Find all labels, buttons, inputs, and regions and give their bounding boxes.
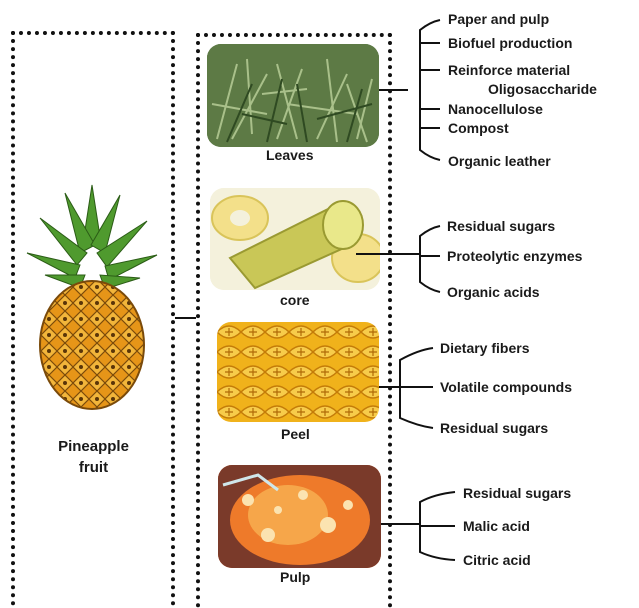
peel-product-3: Residual sugars — [440, 420, 548, 436]
core-product-1: Residual sugars — [447, 218, 555, 234]
leaves-product-5: Nanocellulose — [448, 101, 543, 117]
leaves-bracket — [420, 20, 440, 160]
leaves-ticks — [420, 43, 440, 128]
leaves-product-3: Reinforce material — [448, 62, 570, 78]
leaves-product-4: Oligosaccharide — [488, 81, 597, 97]
core-product-2: Proteolytic enzymes — [447, 248, 582, 264]
peel-product-1: Dietary fibers — [440, 340, 529, 356]
leaves-product-6: Compost — [448, 120, 509, 136]
peel-product-2: Volatile compounds — [440, 379, 572, 395]
leaves-product-7: Organic leather — [448, 153, 551, 169]
leaves-product-1: Paper and pulp — [448, 11, 549, 27]
core-bracket — [420, 226, 440, 292]
pulp-product-3: Citric acid — [463, 552, 531, 568]
leaves-product-2: Biofuel production — [448, 35, 572, 51]
pulp-product-1: Residual sugars — [463, 485, 571, 501]
core-product-3: Organic acids — [447, 284, 540, 300]
pulp-product-2: Malic acid — [463, 518, 530, 534]
